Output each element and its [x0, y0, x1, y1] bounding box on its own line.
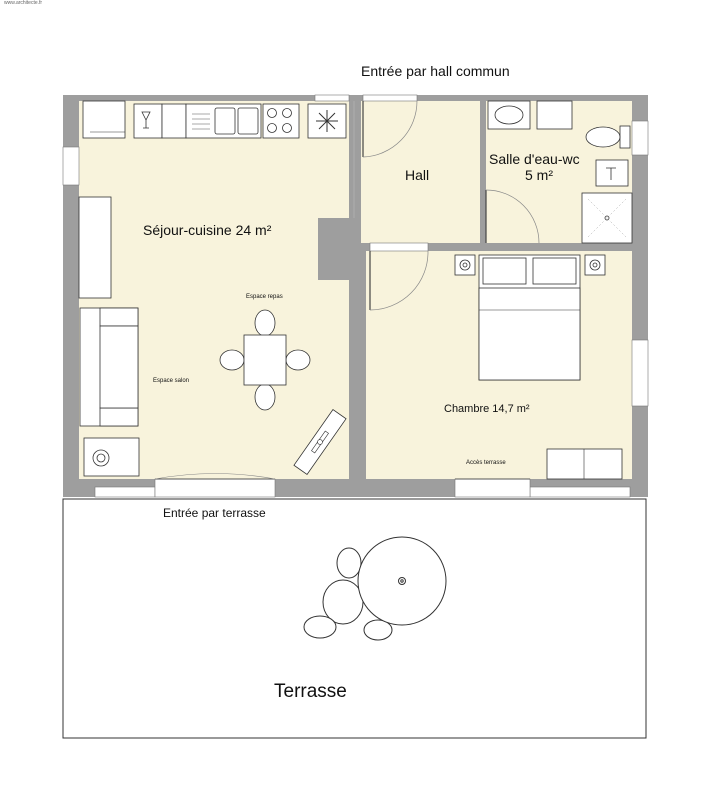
zone-label-repas: Espace repas: [246, 294, 283, 300]
sink-basin-1: [214, 107, 236, 135]
zone-label-acces: Accès terrasse: [466, 460, 506, 466]
washbasin: [494, 105, 524, 125]
cooktop: [262, 103, 300, 139]
terrace-entrance-label: Entrée par terrasse: [163, 506, 266, 520]
sofa: [79, 307, 139, 427]
door-opening-sejour-terrace: [154, 478, 276, 498]
window-left: [62, 146, 80, 186]
snowflake-icon: [316, 110, 338, 132]
tall-cabinet: [78, 196, 112, 299]
door-arc-hall-main: [362, 100, 418, 158]
lamp-inner: [96, 453, 106, 463]
bathroom-fixtures: [487, 100, 633, 244]
window-top-hall: [362, 94, 418, 102]
cooktop-burner-4: [282, 123, 292, 133]
door-opening-chambre-terrace: [454, 478, 531, 498]
tv-stand: [293, 409, 347, 475]
pillar: [318, 218, 361, 280]
room-label-chambre: Chambre 14,7 m²: [444, 403, 530, 415]
counter-cabinet-1: [133, 103, 163, 139]
wall-sejour-hall: [349, 95, 361, 255]
room-label-sdb-area: 5 m²: [525, 167, 553, 183]
room-label-sdb: Salle d'eau-wc: [489, 151, 580, 167]
door-arc-chambre-hall: [369, 250, 429, 311]
nightstand-right: [584, 254, 606, 276]
armchair-box: [83, 437, 140, 477]
wall-hall-chambre: [361, 243, 632, 251]
toilet-tank: [619, 125, 631, 149]
door-arc-sejour: [154, 473, 276, 480]
cooktop-burner-1: [267, 108, 277, 118]
wardrobe: [546, 448, 623, 480]
window-bottom-left: [94, 486, 156, 498]
counter-cabinet-2: [161, 103, 187, 139]
terrace-furniture: [303, 536, 447, 641]
nightstand-left: [454, 254, 476, 276]
sink-drain-lines: [192, 113, 210, 130]
shower-lines: [587, 198, 627, 238]
bed: [478, 254, 581, 381]
room-label-terrasse: Terrasse: [274, 681, 347, 702]
cooktop-burner-3: [267, 123, 277, 133]
hall-entrance-label: Entrée par hall commun: [361, 63, 510, 79]
wall-sejour-chambre: [349, 255, 366, 497]
hall-floor: [361, 101, 480, 243]
dining-set: [219, 309, 311, 411]
towel-cabinet: [536, 100, 573, 130]
sink-basin-2: [237, 107, 259, 135]
window-bottom-right: [529, 486, 631, 498]
toilet-box-mark: [606, 167, 616, 180]
wine-glass-icon: [141, 111, 151, 129]
kitchen-counter: [82, 100, 347, 139]
room-label-hall: Hall: [405, 167, 430, 183]
door-opening-hall-chambre: [369, 242, 429, 252]
zone-label-salon: Espace salon: [153, 378, 190, 384]
window-right-sdb: [631, 120, 649, 156]
toilet-bowl: [585, 126, 621, 148]
toilet-box: [595, 159, 629, 187]
window-right-chambre: [631, 339, 649, 407]
cooktop-burner-2: [282, 108, 292, 118]
wall-hall-sdb: [480, 95, 486, 251]
window-top-sejour: [314, 94, 350, 102]
room-label-sejour: Séjour-cuisine 24 m²: [143, 222, 272, 238]
watermark: www.architecte.fr: [4, 0, 43, 6]
door-arc-sdb: [485, 189, 540, 244]
lamp-outer: [92, 449, 110, 467]
fridge: [82, 100, 126, 139]
